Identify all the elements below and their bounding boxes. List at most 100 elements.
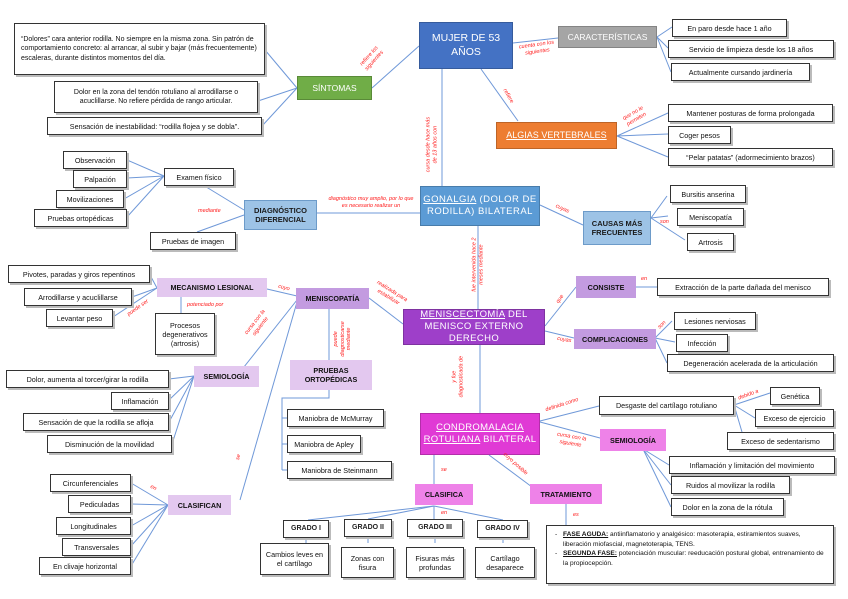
grado-node[interactable]: GRADO I [283, 520, 329, 538]
complicaciones-node[interactable]: COMPLICACIONES [574, 329, 656, 349]
semiologia-menisco-node[interactable]: SEMIOLOGÍA [194, 366, 259, 387]
patient-node[interactable]: MUJER DE 53 AÑOS [419, 22, 513, 69]
grado-desc[interactable]: Cambios leves en el cartílago [260, 543, 329, 575]
semiologia-condro-item[interactable]: Dolor en la zona de la rótula [671, 498, 784, 516]
clasifican-item[interactable]: Transversales [62, 538, 131, 556]
clasifican-item[interactable]: En clivaje horizontal [39, 557, 131, 575]
semiologia-condro-item[interactable]: Ruidos al movilizar la rodilla [671, 476, 790, 494]
semiologia-menisco-text: Dolor, aumenta al torcer/girar la rodill… [26, 374, 149, 384]
condromalacia-node[interactable]: CONDROMALACIA ROTULIANA BILATERAL [420, 413, 540, 455]
examen-item-text: Palpación [84, 174, 116, 184]
algia-item[interactable]: “Pelar patatas” (adormecimiento brazos) [668, 148, 833, 166]
caracteristica-item[interactable]: En paro desde hace 1 año [672, 19, 787, 37]
procesos-degenerativos[interactable]: Procesos degenerativos (artrosis) [155, 313, 215, 355]
clasifican-text: Transversales [74, 542, 119, 552]
semiologia-menisco-text: Inflamación [121, 396, 159, 406]
sintomas-node[interactable]: SÍNTOMAS [297, 76, 372, 100]
semiologia-menisco-label: SEMIOLOGÍA [203, 372, 250, 381]
semiologia-condro-label: SEMIOLOGÍA [610, 435, 656, 445]
menisc-rest2: MENISCO EXTERNO DERECHO [424, 321, 524, 344]
grado-node[interactable]: GRADO III [407, 519, 463, 537]
meniscopatia-node[interactable]: MENISCOPATÍA [296, 288, 369, 309]
causa-text: Artrosis [698, 237, 723, 247]
sintoma-item[interactable]: “Dolores” cara anterior rodilla. No siem… [14, 23, 265, 75]
examen-fisico-node[interactable]: Examen físico [164, 168, 234, 186]
sintoma-item[interactable]: Sensación de inestabilidad: “rodilla flo… [47, 117, 262, 135]
prueba-item[interactable]: Maniobra de McMurray [287, 409, 384, 427]
algia-text: Coger pesos [679, 130, 720, 140]
pruebas-imagen-node[interactable]: Pruebas de imagen [150, 232, 236, 250]
gonalgia-node[interactable]: GONALGIA (DOLOR DE RODILLA) BILATERAL [420, 186, 540, 226]
algias-node[interactable]: ALGIAS VERTEBRALES [496, 122, 617, 149]
tratamiento-node[interactable]: TRATAMIENTO [530, 484, 602, 504]
mecanismo-item[interactable]: Pivotes, paradas y giros repentinos [8, 265, 150, 283]
algia-item[interactable]: Mantener posturas de forma prolongada [668, 104, 833, 122]
grado-node[interactable]: GRADO IV [477, 520, 528, 538]
grado-name: GRADO IV [485, 524, 520, 532]
grado-desc-text: Cartílago desaparece [486, 553, 524, 572]
desgaste-causa-item[interactable]: Exceso de sedentarismo [727, 432, 834, 450]
desgaste-causa-item[interactable]: Exceso de ejercicio [755, 409, 834, 427]
prueba-item[interactable]: Maniobra de Apley [287, 435, 361, 453]
complicacion-item[interactable]: Degeneración acelerada de la articulació… [667, 354, 834, 372]
mecanismo-node[interactable]: MECANISMO LESIONAL [157, 278, 267, 297]
algia-text: Mantener posturas de forma prolongada [686, 108, 815, 118]
meniscectomia-node[interactable]: MENISCECTOMÍA DEL MENISCO EXTERNO DERECH… [403, 309, 545, 345]
causa-item[interactable]: Artrosis [687, 233, 734, 251]
clasifican-item[interactable]: Pediculadas [68, 495, 131, 513]
examen-item[interactable]: Observación [63, 151, 127, 169]
sintomas-label: SÍNTOMAS [312, 82, 357, 93]
diagnostico-node[interactable]: DIAGNÓSTICO DIFERENCIAL [244, 200, 317, 230]
grado-desc[interactable]: Cartílago desaparece [475, 547, 535, 578]
gonalgia-label: GONALGIA (DOLOR DE RODILLA) BILATERAL [423, 194, 537, 218]
causa-item[interactable]: Meniscopatía [677, 208, 744, 226]
consiste-item[interactable]: Extracción de la parte dañada del menisc… [657, 278, 829, 296]
complicacion-text: Degeneración acelerada de la articulació… [683, 358, 818, 368]
causa-text: Bursitis anserina [681, 189, 735, 199]
causa-item[interactable]: Bursitis anserina [670, 185, 746, 203]
examen-item[interactable]: Movilizaciones [56, 190, 124, 208]
semiologia-menisco-item[interactable]: Inflamación [111, 392, 169, 410]
consiste-node[interactable]: CONSISTE [576, 276, 636, 298]
complicacion-text: Lesiones nerviosas [684, 316, 746, 326]
segunda-fase: SEGUNDA FASE: potenciación muscular: ree… [555, 549, 827, 568]
clasifican-item[interactable]: Longitudinales [56, 517, 131, 535]
caracteristicas-node[interactable]: CARACTERÍSTICAS [558, 26, 657, 48]
complicacion-item[interactable]: Lesiones nerviosas [674, 312, 756, 330]
desgaste-node[interactable]: Desgaste del cartílago rotuliano [599, 396, 734, 415]
clasifican-node[interactable]: CLASIFICAN [168, 495, 231, 515]
connector-label: cursa desde hace más de 13 años con [425, 116, 438, 173]
consiste-label: CONSISTE [587, 282, 625, 292]
semiologia-menisco-item[interactable]: Dolor, aumenta al torcer/girar la rodill… [6, 370, 169, 388]
desgaste-causa-item[interactable]: Genética [770, 387, 820, 405]
semiologia-menisco-item[interactable]: Sensación de que la rodilla se afloja [23, 413, 169, 431]
examen-item[interactable]: Palpación [73, 170, 127, 188]
pruebas-ortopedicas-label: PRUEBAS ORTOPÉDICAS [304, 366, 358, 384]
mecanismo-item[interactable]: Arrodillarse y acuclillarse [24, 288, 132, 306]
caracteristica-item[interactable]: Actualmente cursando jardinería [671, 63, 810, 81]
prueba-item[interactable]: Maniobra de Steinmann [287, 461, 392, 479]
sintoma-item[interactable]: Dolor en la zona del tendón rotuliano al… [54, 81, 258, 113]
semiologia-menisco-item[interactable]: Disminución de la movilidad [47, 435, 172, 453]
pruebas-ortopedicas-node[interactable]: PRUEBAS ORTOPÉDICAS [290, 360, 372, 390]
clasifican-item[interactable]: Circunferenciales [50, 474, 131, 492]
grado-node[interactable]: GRADO II [344, 519, 392, 537]
caracteristica-item[interactable]: Servicio de limpieza desde los 18 años [668, 40, 834, 58]
semiologia-menisco-text: Sensación de que la rodilla se afloja [38, 417, 154, 427]
mecanismo-item[interactable]: Levantar peso [46, 309, 113, 327]
grado-desc[interactable]: Zonas con fisura [341, 547, 394, 578]
menisc-underlined: MENISCECTOMÍA [420, 309, 505, 321]
connector-label: en [641, 276, 648, 282]
semiologia-condro-item[interactable]: Inflamación y limitación del movimiento [669, 456, 835, 474]
complicaciones-label: COMPLICACIONES [582, 334, 648, 344]
connector-label: es [573, 512, 579, 518]
clasifica-node[interactable]: CLASIFICA [415, 484, 473, 505]
complicacion-item[interactable]: Infección [676, 334, 728, 352]
grado-desc[interactable]: Fisuras más profundas [406, 547, 464, 578]
algia-item[interactable]: Coger pesos [668, 126, 731, 144]
caracteristicas-label: CARACTERÍSTICAS [567, 31, 648, 42]
causas-node[interactable]: CAUSAS MÁS FRECUENTES [583, 211, 651, 245]
examen-item[interactable]: Pruebas ortopédicas [34, 209, 127, 227]
semiologia-condro-node[interactable]: SEMIOLOGÍA [600, 429, 666, 451]
patient-label: MUJER DE 53 AÑOS [431, 32, 501, 58]
